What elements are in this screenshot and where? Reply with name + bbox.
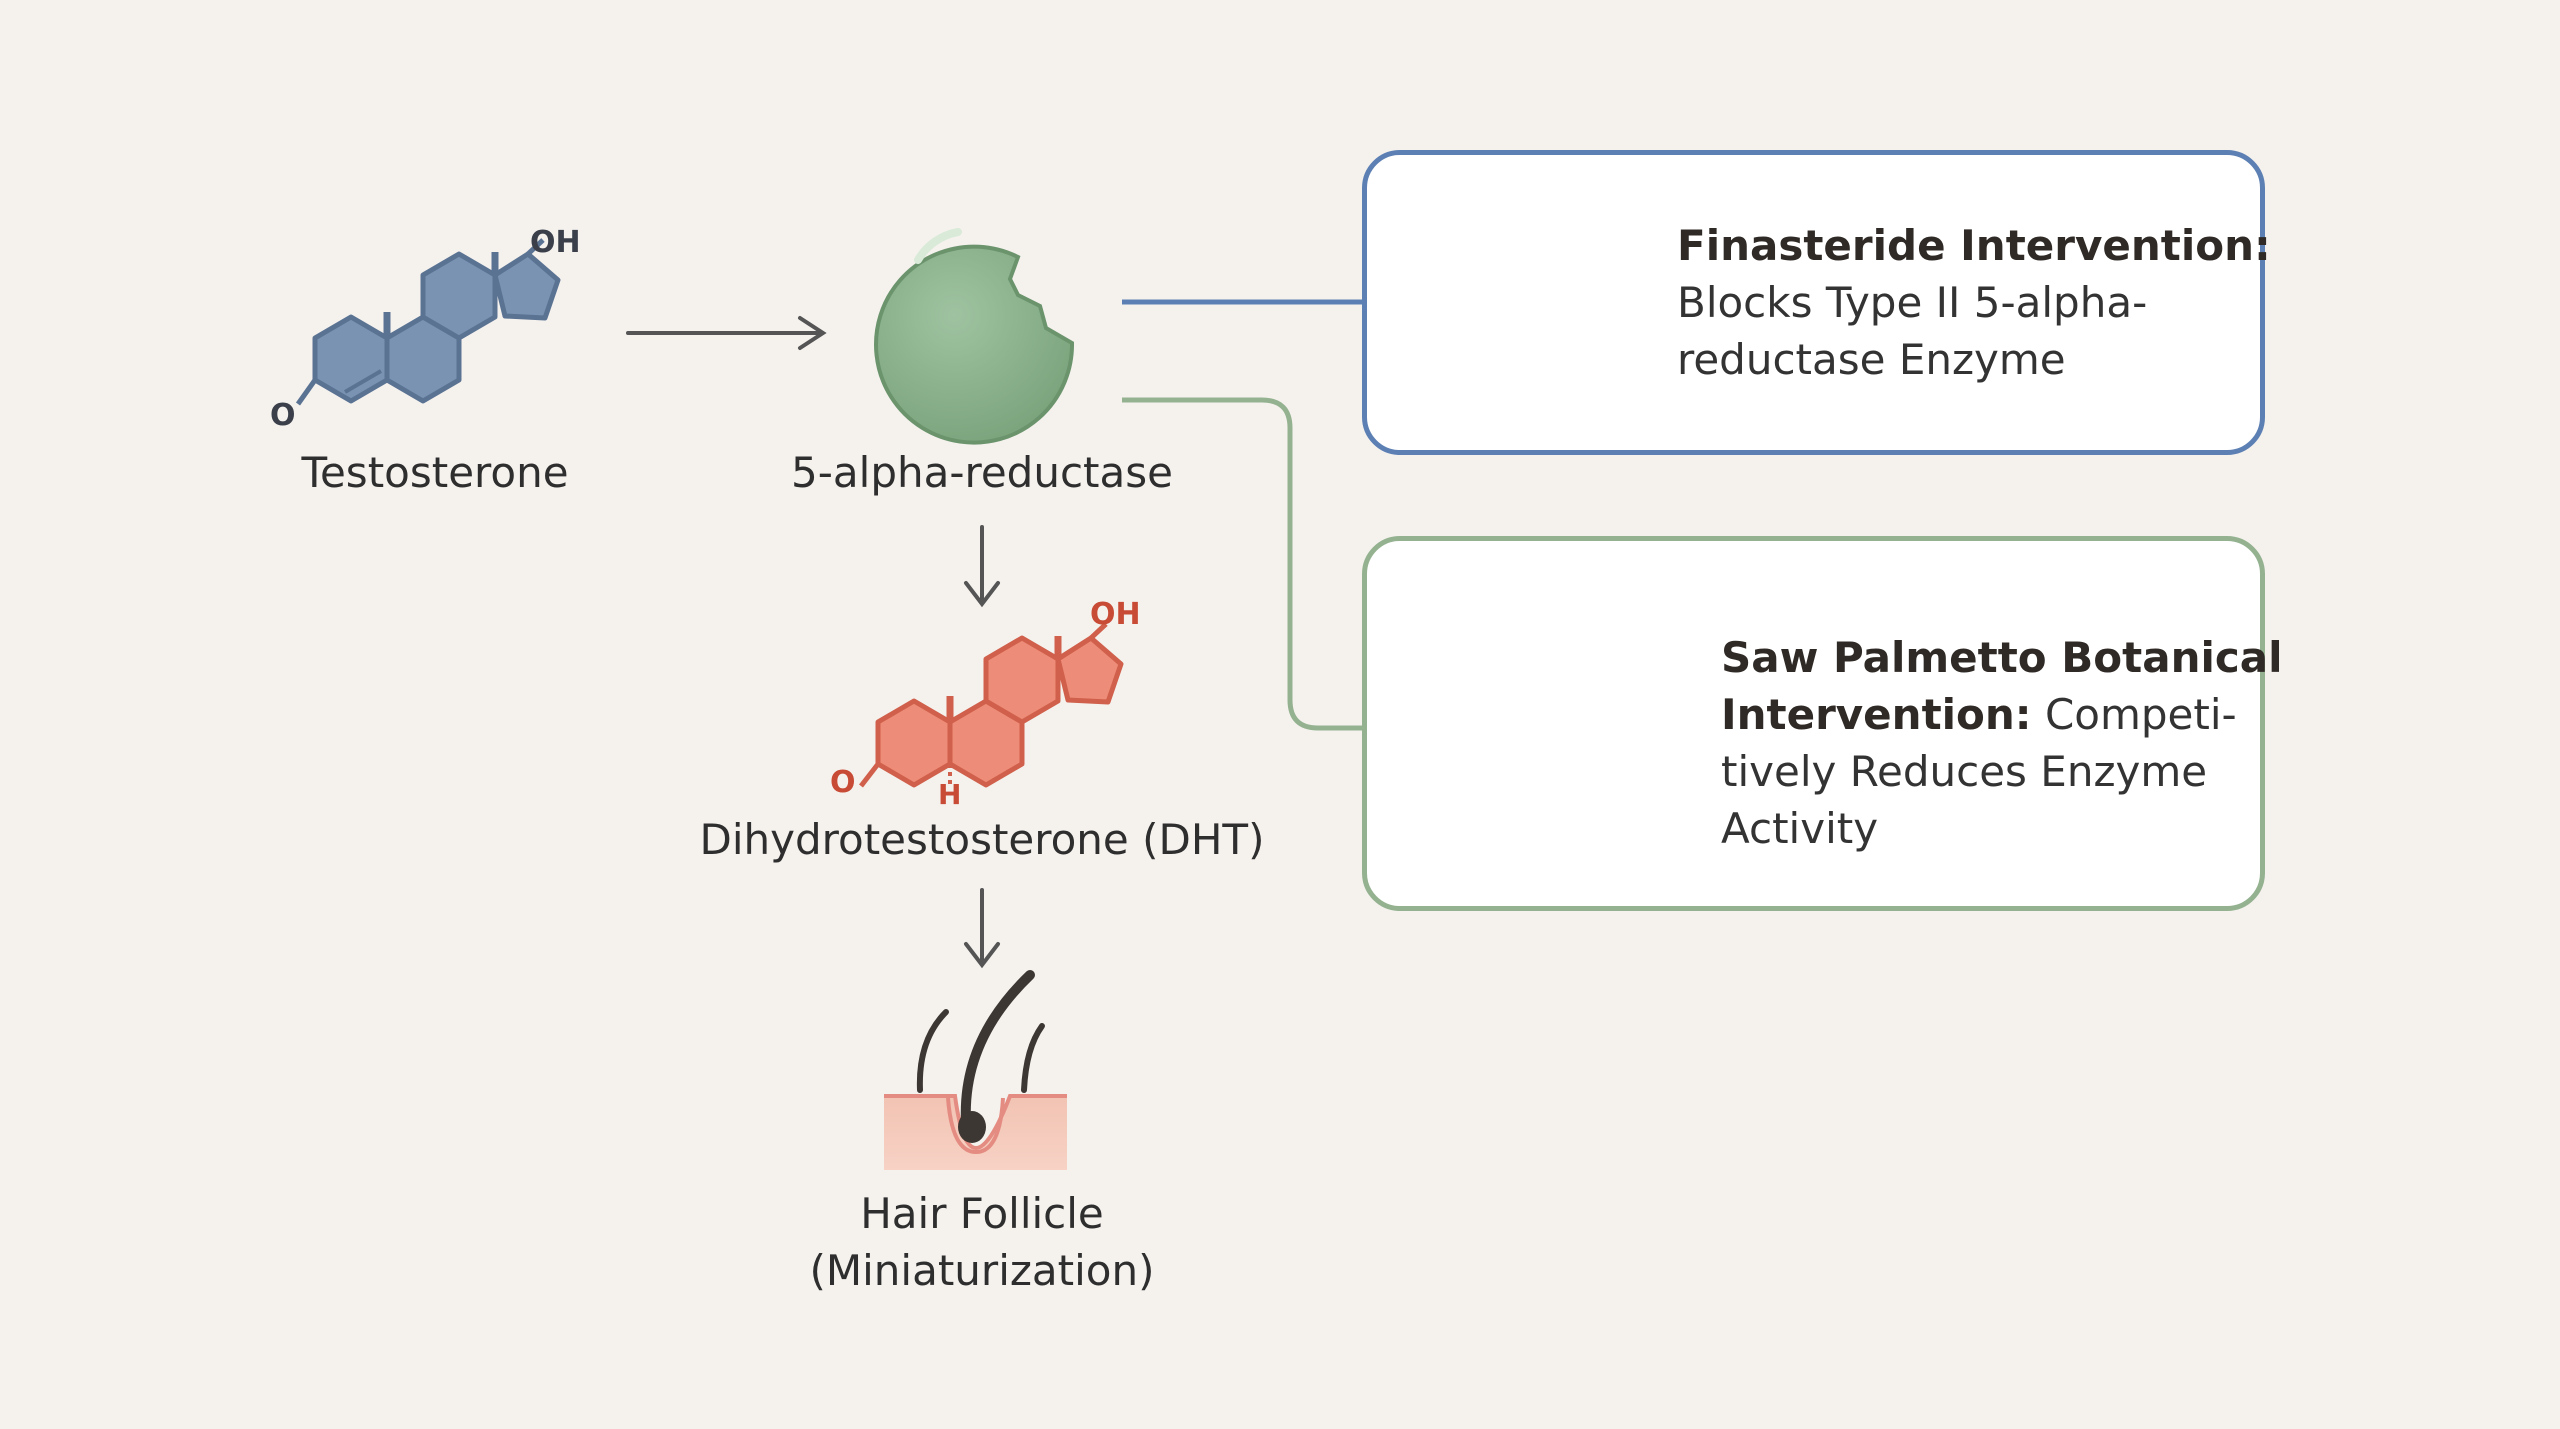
dht-label: Dihydrotestosterone (DHT) [699,815,1265,864]
follicle-label-line1: Hair Follicle [860,1189,1104,1238]
enzyme-label: 5-alpha-reductase [791,448,1173,497]
dht-molecule-icon [859,622,1124,788]
saw-palmetto-card: Saw Palmetto Botanical Intervention: Com… [1362,536,2283,911]
arrow-down-icon [964,888,1000,969]
saw-palmetto-title: Saw Palmetto Botanical [1721,633,2283,682]
finasteride-title: Finasteride Intervention: [1677,221,2271,270]
finasteride-desc-line2: reductase Enzyme [1677,335,2066,384]
palmetto-connector [1122,397,1362,731]
finasteride-card: Finasteride Intervention: Blocks Type II… [1362,150,2271,455]
dht-oh-label: OH [1090,597,1141,632]
testosterone-o-label: O [270,398,296,433]
arrow-right-icon [626,316,827,350]
testosterone-molecule-icon [295,238,561,406]
arrow-down-icon [964,525,1000,608]
testosterone-oh-label: OH [530,225,581,260]
enzyme-icon [874,228,1075,445]
dht-h-label: H [938,778,961,811]
testosterone-label: Testosterone [301,448,569,497]
follicle-label: Hair Follicle (Miniaturization) [742,1186,1222,1299]
saw-palmetto-title-cont: Intervention: [1721,690,2032,739]
saw-palmetto-desc-line2: tively Reduces Enzyme [1721,747,2208,796]
hair-follicle-icon [884,970,1067,1170]
saw-palmetto-desc-line1: Competi- [2031,690,2237,739]
finasteride-desc-line1: Blocks Type II 5-alpha- [1677,278,2148,327]
dht-o-label: O [830,765,856,800]
saw-palmetto-desc-line3: Activity [1721,804,1879,853]
finasteride-text: Finasteride Intervention: Blocks Type II… [1677,217,2271,388]
saw-palmetto-text: Saw Palmetto Botanical Intervention: Com… [1721,629,2283,857]
follicle-label-line2: (Miniaturization) [809,1245,1155,1295]
